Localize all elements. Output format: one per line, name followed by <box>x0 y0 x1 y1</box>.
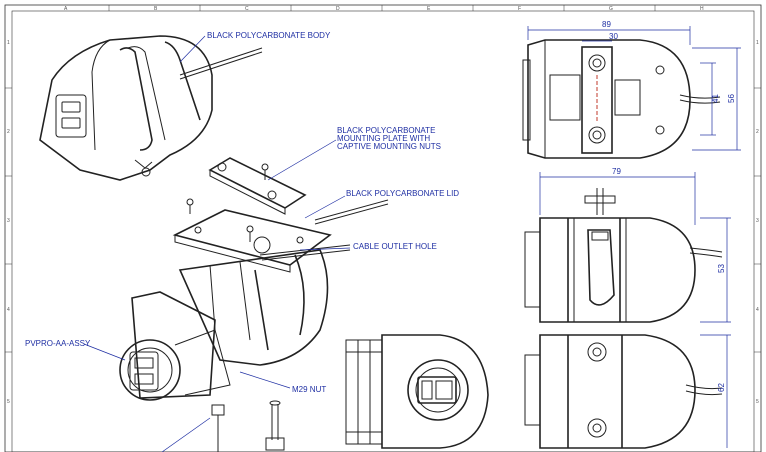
exploded-view <box>119 157 389 452</box>
grid-row-markers: 1 2 3 4 5 1 2 3 4 5 <box>5 40 761 405</box>
sheet-inner-border <box>11 10 755 452</box>
label-plate-line3: CAPTIVE MOUNTING NUTS <box>337 142 441 151</box>
grid-row-5: 5 <box>7 399 10 405</box>
label-body: BLACK POLYCARBONATE BODY <box>207 31 331 40</box>
front-view <box>345 334 489 449</box>
grid-row-4: 4 <box>7 307 10 313</box>
dim-height-56: 56 <box>727 94 736 103</box>
grid-col-a: A <box>64 6 68 12</box>
grid-col-e: E <box>427 6 431 12</box>
dim-height-side: 53 <box>717 264 726 273</box>
grid-col-c: C <box>245 6 249 12</box>
callout-leaders <box>83 35 351 452</box>
top-view <box>522 39 721 159</box>
grid-col-g: G <box>609 6 613 12</box>
bottom-view <box>524 334 723 449</box>
label-plate-line1: BLACK POLYCARBONATE <box>337 126 435 135</box>
grid-row-4-right: 4 <box>756 307 759 313</box>
grid-row-2: 2 <box>7 129 10 135</box>
grid-column-markers: A B C D E F G H <box>64 5 704 12</box>
dim-width-side: 79 <box>612 167 621 176</box>
grid-col-h: H <box>700 6 704 12</box>
isometric-housing-view <box>39 35 263 181</box>
label-cable-outlet: CABLE OUTLET HOLE <box>353 242 437 251</box>
grid-row-2-right: 2 <box>756 129 759 135</box>
label-assy: PVPRO-AA-ASSY <box>25 339 91 348</box>
grid-row-1-right: 1 <box>756 40 759 46</box>
grid-row-3: 3 <box>7 218 10 224</box>
dimension-lines <box>527 26 741 448</box>
grid-row-1: 1 <box>7 40 10 46</box>
label-plate-line2: MOUNTING PLATE WITH <box>337 134 430 143</box>
grid-col-d: D <box>336 6 340 12</box>
dim-width-top: 89 <box>602 20 611 29</box>
side-view <box>524 188 723 323</box>
grid-row-5-right: 5 <box>756 399 759 405</box>
dim-height-bottom: 62 <box>717 383 726 392</box>
sheet-border <box>4 4 762 452</box>
label-nut: M29 NUT <box>292 385 326 394</box>
dim-hole-spacing: 30 <box>609 32 618 41</box>
grid-col-f: F <box>518 6 521 12</box>
dim-height-41: 41 <box>711 94 720 103</box>
label-lid: BLACK POLYCARBONATE LID <box>346 189 459 198</box>
grid-col-b: B <box>154 6 158 12</box>
dimension-values: 89 30 41 56 79 53 62 <box>602 20 736 392</box>
grid-row-3-right: 3 <box>756 218 759 224</box>
